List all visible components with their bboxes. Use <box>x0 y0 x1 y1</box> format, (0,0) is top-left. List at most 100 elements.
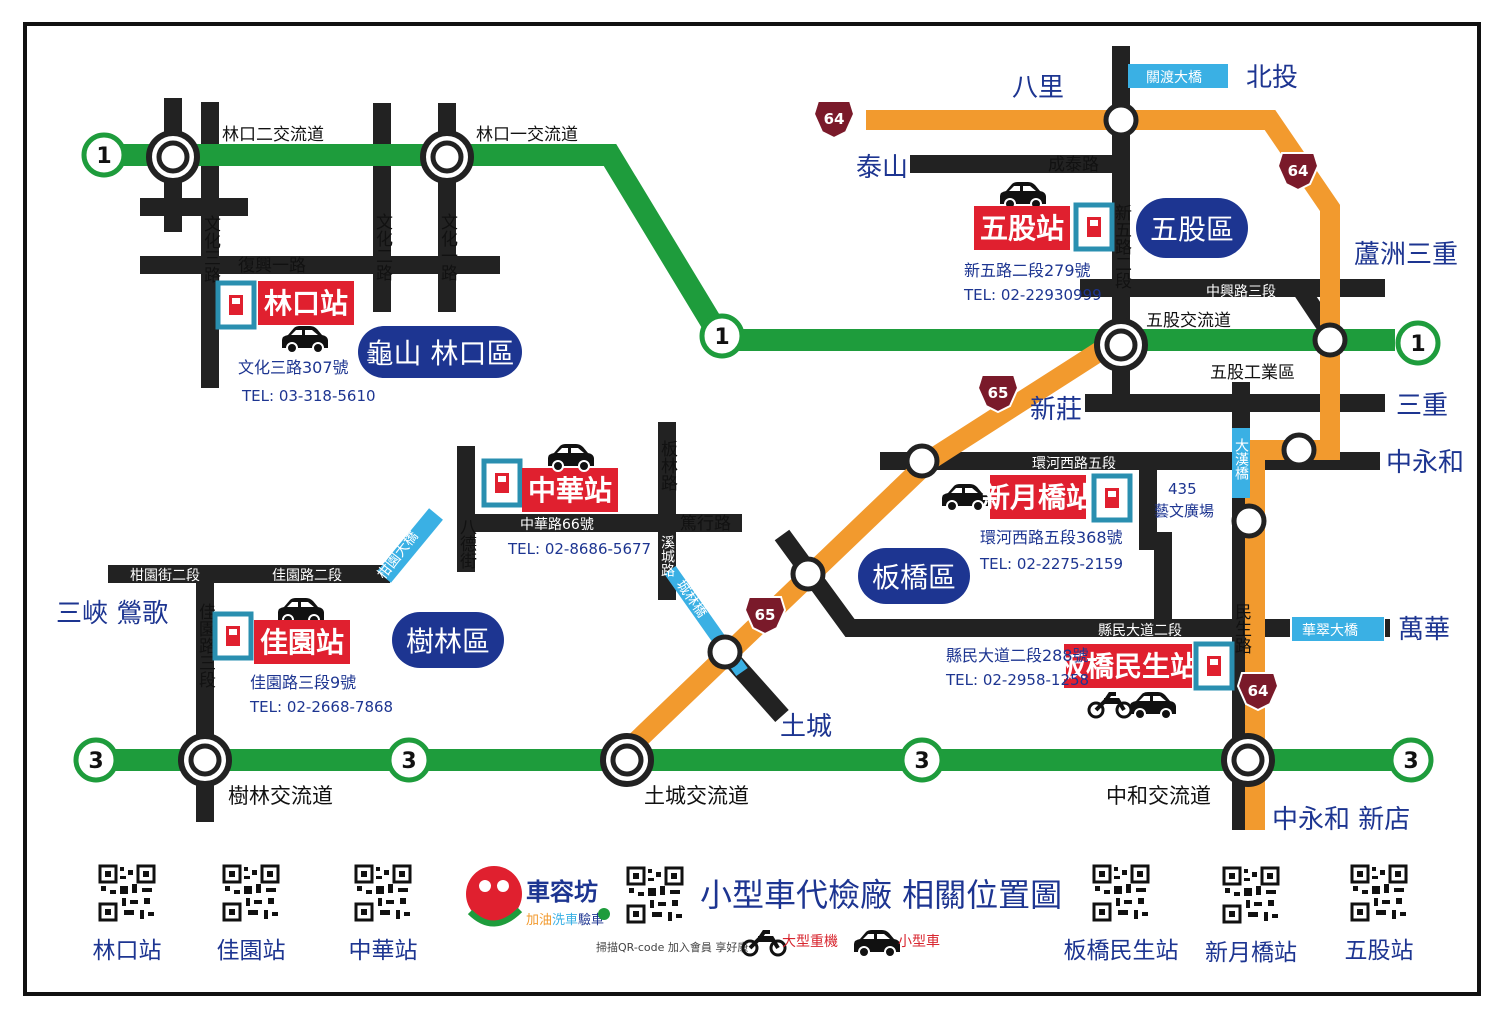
svg-text:藝文廣場: 藝文廣場 <box>1154 502 1214 520</box>
svg-text:關渡大橋: 關渡大橋 <box>1146 70 1202 86</box>
svg-text:3: 3 <box>914 749 929 774</box>
label-xicheng: 溪城路 <box>659 535 675 577</box>
svg-text:板橋區: 板橋區 <box>872 561 956 594</box>
guandu-bridge-bar <box>1128 64 1228 88</box>
qr-linkou[interactable] <box>96 862 158 924</box>
svg-text:驗車: 驗車 <box>578 913 604 928</box>
svg-text:65: 65 <box>988 384 1009 402</box>
qr-wugu[interactable] <box>1348 862 1410 924</box>
svg-text:加油: 加油 <box>526 913 552 928</box>
route-64-shield-2: 64 <box>1276 152 1320 192</box>
freeway-3-shield-left: 3 <box>73 737 119 783</box>
label-tucheng: 土城 <box>780 712 832 742</box>
freeway-1-shield-mid: 1 <box>699 313 745 359</box>
svg-text:車容坊: 車容坊 <box>526 878 598 906</box>
svg-text:TEL: 02-8686-5677: TEL: 02-8686-5677 <box>507 540 651 558</box>
label-banlin: 板林路 <box>657 440 678 491</box>
svg-text:新五路二段279號: 新五路二段279號 <box>964 261 1091 280</box>
svg-text:篤行路: 篤行路 <box>680 514 731 534</box>
junction-circles <box>707 102 1348 670</box>
station-minsheng[interactable]: 板橋民生站 縣民大道二段288號 TEL: 02-2958-1258 <box>945 644 1232 720</box>
svg-text:65: 65 <box>755 606 776 624</box>
scan-note: 掃描QR-code 加入會員 享好康 <box>596 940 748 954</box>
freeway-3-shield-right: 3 <box>1388 737 1434 783</box>
svg-text:樹林區: 樹林區 <box>406 625 490 658</box>
svg-text:TEL: 02-2958-1258: TEL: 02-2958-1258 <box>945 671 1089 689</box>
label-sanchong: 三重 <box>1396 391 1448 421</box>
freeway-1-shield-right: 1 <box>1395 320 1441 366</box>
station-xinyueqiao[interactable]: 新月橋站 環河西路五段368號 TEL: 02-2275-2159 <box>941 475 1130 573</box>
freeway-shields: 1 1 1 3 3 3 3 <box>73 132 1441 783</box>
map-title: 小型車代檢廠 相關位置圖 <box>700 876 1062 914</box>
freeway-1-shield-left: 1 <box>81 132 127 178</box>
route-64-shield-1: 64 <box>812 100 856 140</box>
label-wenhua1: 文化一路 <box>437 213 458 281</box>
svg-text:林口一交流道: 林口一交流道 <box>476 125 578 145</box>
svg-text:板橋民生站: 板橋民生站 <box>1058 650 1198 683</box>
label-wenhua3: 文化三路 <box>200 215 221 283</box>
svg-text:五股站: 五股站 <box>980 212 1064 245</box>
route-65-shield-1: 65 <box>976 374 1020 414</box>
label-jiayuan3: 佳園路三段 <box>195 603 216 688</box>
qr-zhonghua[interactable] <box>352 862 414 924</box>
svg-text:1: 1 <box>714 325 729 350</box>
pill-shulin <box>392 612 504 668</box>
station-wugu[interactable]: 五股站 新五路二段279號 TEL: 02-22930999 <box>963 181 1112 304</box>
bridges <box>377 64 1384 677</box>
freeway-3-shield-2: 3 <box>386 737 432 783</box>
road-labels: 林口二交流道 林口一交流道 復興一路 成泰路 中興路三段 五股交流道 五股工業區… <box>130 125 1295 808</box>
ganyuan-bridge-bar <box>377 508 443 583</box>
route-64-shield-3: 64 <box>1236 672 1280 712</box>
label-xinwu: 新五路二段 <box>1111 204 1132 289</box>
district-labels: 八里 北投 泰山 蘆洲三重 新莊 三重 中永和 三峽 鶯歌 土城 萬華 中永和 … <box>56 63 1464 835</box>
svg-text:復興一路: 復興一路 <box>238 256 306 276</box>
svg-text:華翠大橋: 華翠大橋 <box>1302 623 1358 639</box>
svg-text:佳園站: 佳園站 <box>260 626 344 659</box>
label-beitou: 北投 <box>1246 63 1298 93</box>
svg-text:64: 64 <box>824 110 845 128</box>
qr-jiayuan[interactable] <box>220 862 282 924</box>
svg-text:TEL: 02-22930999: TEL: 02-22930999 <box>963 286 1102 304</box>
pill-linkou <box>358 326 522 378</box>
svg-text:中和交流道: 中和交流道 <box>1106 784 1211 808</box>
svg-text:中華站: 中華站 <box>349 938 418 964</box>
svg-text:64: 64 <box>1288 162 1309 180</box>
svg-text:中興路三段: 中興路三段 <box>1206 284 1276 300</box>
label-sanxia: 三峽 鶯歌 <box>56 599 168 629</box>
label-luzhou: 蘆洲三重 <box>1354 240 1458 270</box>
svg-text:林口二交流道: 林口二交流道 <box>222 125 324 145</box>
svg-text:五股區: 五股區 <box>1150 213 1234 246</box>
svg-text:3: 3 <box>1403 749 1418 774</box>
label-zhongyonghe: 中永和 <box>1386 448 1464 478</box>
mascot-icon <box>466 866 522 922</box>
svg-text:大型重機: 大型重機 <box>782 934 838 950</box>
pill-banqiao <box>858 548 970 604</box>
svg-text:洗車: 洗車 <box>552 913 578 928</box>
svg-text:板橋民生站: 板橋民生站 <box>1064 938 1179 964</box>
route-65-shield-2: 65 <box>743 596 787 636</box>
station-zhonghua[interactable]: 中華站 TEL: 02-8686-5677 <box>484 443 651 558</box>
label-taishan: 泰山 <box>856 153 908 183</box>
label-wenhua2: 文化二路 <box>372 213 393 281</box>
label-bade: 八德街 <box>456 518 477 569</box>
svg-text:中華路66號: 中華路66號 <box>520 517 594 533</box>
svg-text:土城交流道: 土城交流道 <box>644 784 749 808</box>
svg-text:435: 435 <box>1168 480 1197 498</box>
qr-member[interactable] <box>624 864 686 926</box>
svg-text:3: 3 <box>401 749 416 774</box>
station-jiayuan[interactable]: 佳園站 佳園路三段9號 TEL: 02-2668-7868 <box>215 597 393 716</box>
label-wanhua: 萬華 <box>1398 615 1450 645</box>
svg-text:新月橋站: 新月橋站 <box>1205 940 1297 966</box>
qr-minsheng[interactable] <box>1090 862 1152 924</box>
svg-text:林口站: 林口站 <box>264 287 348 320</box>
qr-xinyueqiao[interactable] <box>1220 864 1282 926</box>
svg-text:縣民大道二段: 縣民大道二段 <box>1098 623 1182 639</box>
svg-text:TEL: 02-2275-2159: TEL: 02-2275-2159 <box>979 555 1123 573</box>
svg-text:中華站: 中華站 <box>528 474 612 507</box>
huacui-bridge-bar <box>1292 617 1384 641</box>
svg-text:小型車: 小型車 <box>898 933 940 950</box>
station-linkou[interactable]: 林口站 文化三路307號 TEL: 03-318-5610 <box>218 281 376 405</box>
svg-text:佳園路二段: 佳園路二段 <box>272 568 342 584</box>
